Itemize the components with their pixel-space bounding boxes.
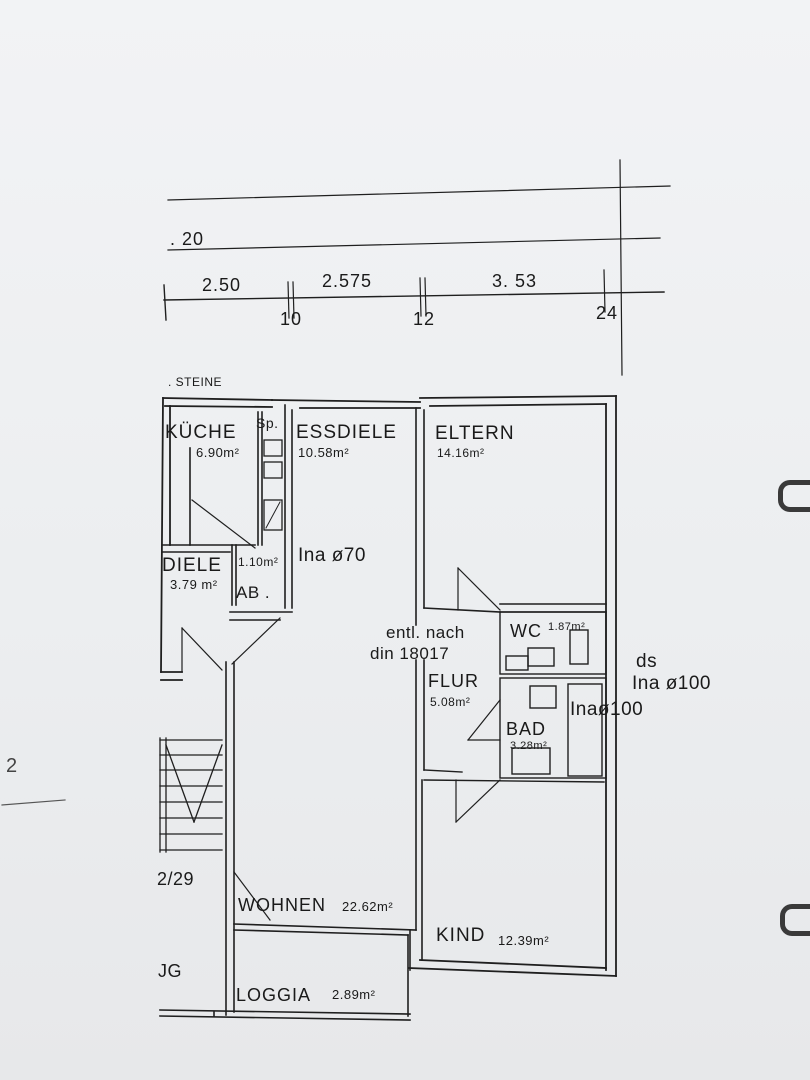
ina100-note-b: Inaø100: [570, 699, 644, 720]
room-diele-area: 3.79 m²: [170, 577, 218, 592]
axis-line-right: [619, 159, 623, 376]
room-flur-area: 5.08m²: [430, 695, 471, 709]
entl-note-line2: din 18017: [370, 644, 450, 663]
entl-note-line1: entl. nach: [386, 623, 465, 642]
room-eltern-name: ELTERN: [435, 423, 515, 444]
dimension-20: . 20: [170, 229, 205, 249]
room-essdiele-name: ESSDIELE: [296, 422, 397, 443]
room-loggia-area: 2.89m²: [332, 987, 376, 1002]
dimension-line-top: [167, 185, 671, 201]
room-kueche-area: 6.90m²: [196, 445, 240, 460]
dimension-span-2: 2.575: [322, 271, 373, 291]
dimension-span-3: 3. 53: [492, 271, 538, 291]
room-bad-area: 3.28m²: [510, 740, 548, 752]
kitchen-walls: [162, 404, 293, 609]
dimension-span-1: 2.50: [202, 275, 242, 295]
binder-ring-bottom: [780, 904, 810, 936]
axis-mark-12: 12: [413, 309, 436, 329]
room-diele-small-area: 1.10m²: [238, 555, 279, 569]
staircase: [159, 737, 223, 853]
axis-mark-24: 24: [596, 303, 619, 323]
dimension-line-spans: [163, 291, 665, 301]
room-loggia-name: LOGGIA: [236, 985, 312, 1005]
diele-walls: [181, 499, 293, 1016]
tick-12a: [419, 277, 422, 317]
ab-note: AB .: [236, 583, 271, 602]
tick-left: [163, 284, 167, 321]
room-kind-area: 12.39m²: [498, 933, 550, 948]
room-wc-name: WC: [510, 621, 542, 641]
tick-24: [603, 269, 606, 313]
room-kind-name: KIND: [436, 925, 486, 946]
ds-note: ds: [636, 651, 658, 672]
dimension-line-20: [167, 237, 661, 251]
room-bad-name: BAD: [506, 719, 547, 739]
room-wc-area: 1.87m²: [548, 621, 586, 633]
tick-12b: [424, 277, 427, 317]
sanitary-block: [423, 611, 607, 823]
tick-10b: [292, 281, 295, 319]
margin-mark: 2: [6, 755, 18, 777]
room-eltern-area: 14.16m²: [437, 446, 485, 460]
room-wohnen-name: WOHNEN: [238, 895, 326, 915]
room-diele-name: DIELE: [162, 555, 222, 576]
jg-note: JG: [158, 961, 183, 981]
axis-mark-10: 10: [280, 309, 303, 329]
living-loggia-walls: [159, 871, 417, 1021]
room-wohnen-area: 22.62m²: [342, 899, 394, 914]
room-essdiele-area: 10.58m²: [298, 445, 350, 460]
binder-ring-top: [778, 480, 810, 512]
ina70-note: Ina ø70: [298, 545, 366, 566]
sp-note: Sp.: [256, 415, 279, 431]
stair-number: 2/29: [157, 869, 195, 889]
margin-pencil-line: [1, 799, 66, 806]
room-flur-name: FLUR: [428, 671, 480, 691]
room-kueche-name: KÜCHE: [165, 422, 237, 443]
steine-note: . STEINE: [168, 375, 223, 389]
ina100-note-a: Ina ø100: [632, 673, 711, 694]
tick-10a: [287, 281, 290, 319]
